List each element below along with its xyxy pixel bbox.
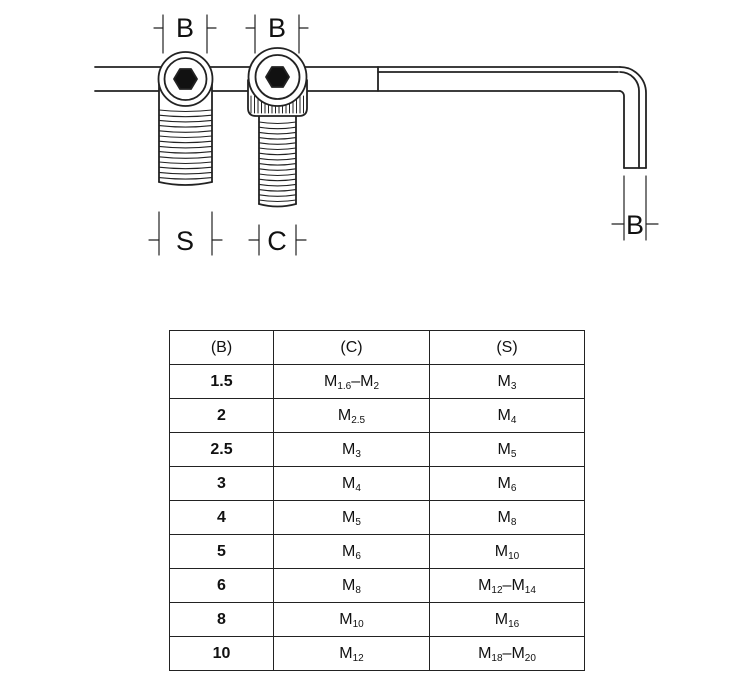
thread-line (258, 152, 297, 156)
dimension-marks (148, 14, 659, 256)
cell-b: 4 (169, 500, 274, 535)
cell-b: 6 (169, 568, 274, 603)
hex-key-bend (619, 66, 647, 169)
thread-line (258, 173, 297, 177)
thread-line (258, 178, 297, 182)
thread-line (158, 114, 213, 118)
cell-s: M4 (429, 398, 585, 433)
cell-s: M6 (429, 466, 585, 501)
dim-label-b: B (268, 13, 286, 43)
column-header-s: (S) (429, 330, 585, 365)
thread-line (158, 140, 213, 144)
cell-b: 5 (169, 534, 274, 569)
thread-line (258, 168, 297, 171)
thread-line (158, 177, 213, 180)
low-head-screw (157, 51, 214, 186)
thread-line (158, 166, 213, 170)
thread-line (158, 151, 213, 154)
thread-line (158, 171, 213, 175)
table-header-row: (B) (C) (S) (169, 330, 585, 365)
column-header-c: (C) (273, 330, 430, 365)
cell-c: M2.5 (273, 398, 430, 433)
thread-line (158, 135, 213, 139)
hex-socket-icon (265, 66, 290, 88)
cell-b: 2 (169, 398, 274, 433)
cell-s: M18–M20 (429, 636, 585, 671)
hex-key-diagram: B B S C B (94, 13, 659, 256)
cell-c: M6 (273, 534, 430, 569)
cell-b: 10 (169, 636, 274, 671)
hex-socket-icon (173, 68, 198, 90)
cell-b: 3 (169, 466, 274, 501)
thread-line (258, 121, 297, 125)
thread-line (258, 189, 297, 192)
dim-label-c: C (267, 226, 287, 256)
cell-c: M1.6–M2 (273, 364, 430, 399)
cell-s: M10 (429, 534, 585, 569)
cell-s: M3 (429, 364, 585, 399)
thread-line (258, 194, 297, 197)
thread-line (258, 163, 297, 166)
cell-b: 8 (169, 602, 274, 637)
cell-c: M5 (273, 500, 430, 535)
dim-label-b: B (626, 210, 644, 240)
thread-line (158, 156, 213, 159)
cell-b: 2.5 (169, 432, 274, 467)
thread-line (258, 157, 297, 161)
thread-line (258, 183, 297, 187)
thread-line (158, 119, 213, 123)
socket-head-cap-screw (247, 47, 308, 208)
column-header-b: (B) (169, 330, 274, 365)
cell-c: M8 (273, 568, 430, 603)
cell-b: 1.5 (169, 364, 274, 399)
thread-line (158, 109, 213, 113)
cell-s: M5 (429, 432, 585, 467)
cell-c: M4 (273, 466, 430, 501)
cell-s: M12–M14 (429, 568, 585, 603)
thread-line (258, 137, 297, 140)
cell-s: M16 (429, 602, 585, 637)
thread-line (158, 125, 213, 128)
cell-c: M12 (273, 636, 430, 671)
thread-line (258, 131, 297, 135)
thread-line (258, 199, 297, 203)
dim-label-b: B (176, 13, 194, 43)
thread-line (258, 147, 297, 151)
thread-line (258, 142, 297, 145)
thread-line (158, 161, 213, 165)
thread-line (158, 130, 213, 133)
cell-c: M3 (273, 432, 430, 467)
thread-line (158, 145, 213, 149)
thread-line (258, 126, 297, 130)
dim-label-s: S (176, 226, 194, 256)
cell-c: M10 (273, 602, 430, 637)
cell-s: M8 (429, 500, 585, 535)
